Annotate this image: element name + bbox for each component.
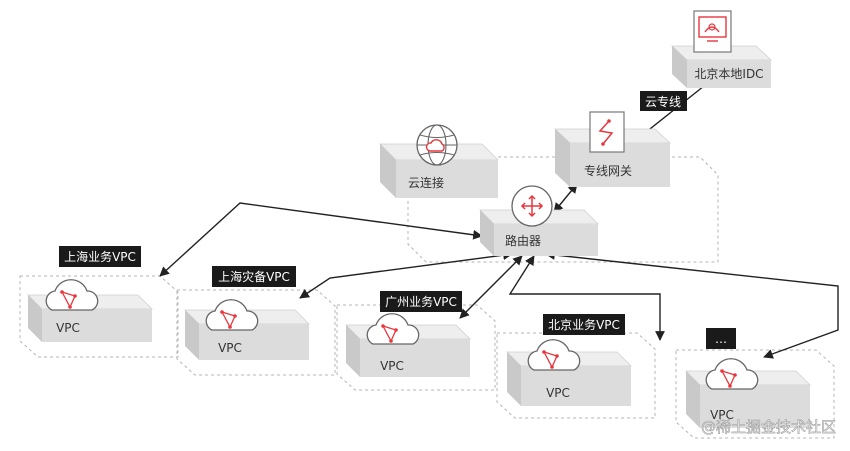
vpc-label: VPC [710, 408, 734, 422]
vpc-label: VPC [546, 386, 570, 400]
edge-gateway-router [553, 183, 578, 213]
edge-router-shanghai-dr [299, 250, 513, 299]
shanghai-dr-vpc-label: 上海灾备VPC [218, 269, 290, 284]
router-node: 路由器 [479, 185, 599, 256]
cloud-line-label: 云专线 [645, 94, 681, 109]
beijing-business-vpc-label: 北京业务VPC [548, 317, 620, 332]
vpc-more: VPC [685, 358, 811, 428]
shanghai-business-vpc-label: 上海业务VPC [64, 249, 136, 264]
more-vpc-label: … [715, 332, 727, 346]
shanghai-dr-vpc-tag: 上海灾备VPC [212, 266, 296, 287]
vpc-cloud-icon [205, 299, 259, 331]
vpc-cloud-icon [366, 313, 420, 345]
vpc-label: VPC [56, 321, 80, 335]
gateway-icon [589, 111, 625, 153]
dedicated-gateway-label: 专线网关 [584, 163, 632, 178]
vpc-shanghai-business: VPC [27, 279, 153, 342]
edge-router-shanghai [159, 202, 483, 277]
vpc-cloud-icon [527, 339, 581, 371]
connections [159, 85, 839, 359]
router-label: 路由器 [505, 233, 541, 248]
vpc-cloud-icon [705, 358, 759, 390]
beijing-idc-label: 北京本地IDC [694, 67, 763, 81]
watermark: @稀土掘金技术社区 [701, 418, 836, 436]
vpc-region-more [675, 349, 835, 439]
vpc-label: VPC [218, 341, 242, 355]
guangzhou-business-vpc-label: 广州业务VPC [385, 294, 457, 309]
edge-router-more [545, 250, 839, 359]
guangzhou-business-vpc-tag: 广州业务VPC [380, 291, 462, 312]
idc-monitor-icon [693, 10, 732, 53]
vpc-beijing-business: VPC [506, 339, 632, 406]
router-icon [511, 185, 553, 227]
vpc-guangzhou-business: VPC [345, 313, 471, 377]
shanghai-business-vpc-tag: 上海业务VPC [59, 246, 141, 267]
more-vpc-tag: … [706, 328, 736, 349]
cloud-connect-label: 云连接 [408, 175, 444, 190]
beijing-idc-node: 北京本地IDC [670, 10, 773, 88]
vpc-cloud-icon [45, 279, 99, 311]
globe-icon [416, 124, 458, 166]
vpc-shanghai-dr: VPC [184, 299, 310, 360]
cloud-line-tag: 云专线 [640, 91, 687, 111]
vpc-label: VPC [380, 359, 404, 373]
dedicated-gateway-node: 专线网关 [553, 111, 672, 187]
beijing-business-vpc-tag: 北京业务VPC [543, 314, 625, 335]
cloud-connect-node: 云连接 [379, 124, 499, 198]
edge-router-guangzhou [459, 255, 523, 319]
